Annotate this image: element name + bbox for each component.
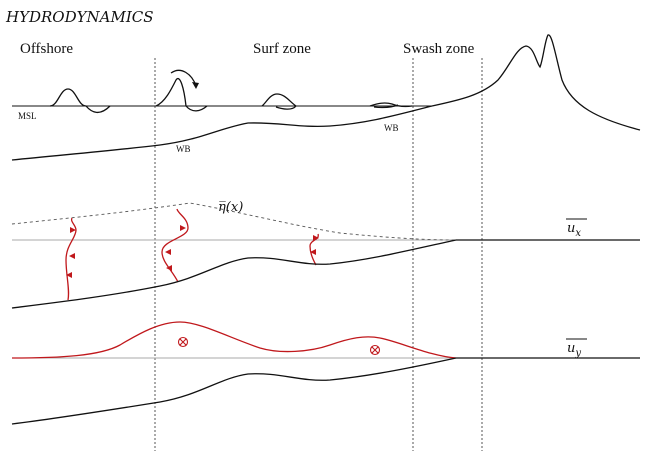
out-of-plane-icon-2 [369,344,381,356]
wave-breaking [155,78,208,112]
longshore-current-profile [11,321,457,359]
setup-curve [11,202,457,241]
runup-profile [431,34,641,131]
ux-label: ux [567,221,581,239]
undertow-arrows-breaking [165,225,186,271]
msl-label: MSL [18,111,37,121]
bathymetry-bottom [11,357,457,425]
zone-label-offshore: Offshore [20,41,73,57]
wave-bore [261,93,297,110]
bathymetry-middle [11,239,457,309]
zone-label-surf: Surf zone [253,41,311,57]
undertow-profile-offshore [65,217,77,301]
zone-label-swash: Swash zone [403,41,475,57]
wave-breaking-label: WB [176,144,191,154]
undertow-arrows-surf [310,235,319,255]
swash-breaking-label: WB [384,123,399,133]
out-of-plane-cross-2 [371,346,379,354]
wave-swash [369,102,413,109]
wave-offshore [49,88,111,114]
breaking-arrowhead [192,82,199,89]
out-of-plane-icon-1 [177,336,189,348]
uy-label: uy [567,341,581,359]
diagram-title: HYDRODYNAMICS [5,8,154,26]
out-of-plane-cross-1 [179,338,187,346]
setup-label: η̅(x) [218,200,243,215]
undertow-profile-breaking [161,208,189,283]
bathymetry-top [11,105,433,161]
